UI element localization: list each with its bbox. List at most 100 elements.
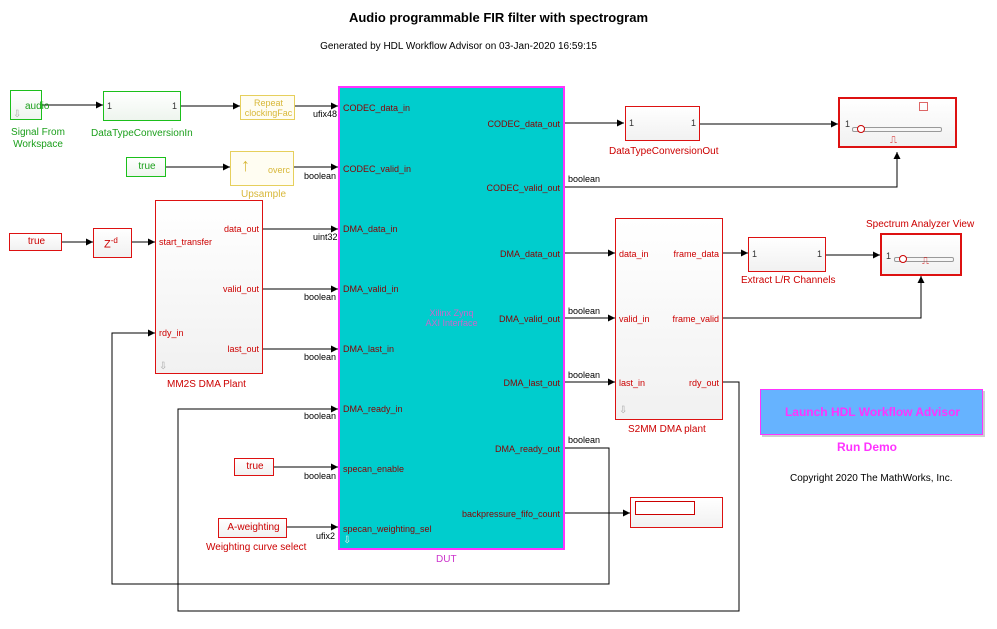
signal-type-label: ufix48 xyxy=(313,109,338,119)
wire-codec-valid-out xyxy=(565,152,901,188)
extract-port-out: 1 xyxy=(816,249,822,259)
a-weighting-block[interactable]: A-weighting xyxy=(218,518,287,538)
mm2s-port-rdy-in: rdy_in xyxy=(159,328,184,338)
scope-port-in: 1 xyxy=(845,119,851,129)
upsample-label: Upsample xyxy=(241,189,287,200)
repeat-text: Repeat clockingFac xyxy=(244,98,293,118)
down-arrow-icon: ⇩ xyxy=(159,361,168,372)
mm2s-dma-plant-block[interactable]: start_transfer rdy_in data_out valid_out… xyxy=(155,200,263,374)
dut-port-dma-data-out: DMA_data_out xyxy=(499,249,560,259)
dut-port-dma-valid-in: DMA_valid_in xyxy=(343,284,399,294)
signal-type-label: boolean xyxy=(304,292,337,302)
launch-button-text: Launch HDL Workflow Advisor xyxy=(784,405,961,419)
true-constant-3[interactable]: true xyxy=(234,458,274,476)
extract-port-in: 1 xyxy=(752,249,758,259)
weighting-curve-label: Weighting curve select xyxy=(206,542,307,553)
signal-type-label: boolean xyxy=(568,306,601,316)
diagram-title: Audio programmable FIR filter with spect… xyxy=(348,10,649,25)
s2mm-port-last-in: last_in xyxy=(619,378,646,388)
dut-port-dma-last-in: DMA_last_in xyxy=(343,344,395,354)
scope-knob-icon xyxy=(857,125,865,133)
signal-type-label: boolean xyxy=(304,471,337,481)
dut-port-specan-enable: specan_enable xyxy=(343,464,405,474)
pulse-icon: ⎍ xyxy=(890,135,897,146)
dut-center-text: Xilinx Zynq AXI Interface xyxy=(425,308,478,328)
dut-port-dma-valid-out: DMA_valid_out xyxy=(498,314,560,324)
dut-port-dma-ready-out: DMA_ready_out xyxy=(494,444,560,454)
mm2s-port-start-transfer: start_transfer xyxy=(159,237,213,247)
dut-port-dma-data-in: DMA_data_in xyxy=(343,224,398,234)
s2mm-label: S2MM DMA plant xyxy=(628,424,706,435)
run-demo-link[interactable]: Run Demo xyxy=(837,440,897,454)
dtc-out-label: DataTypeConversionOut xyxy=(609,146,719,157)
scope-slider-icon xyxy=(852,127,942,132)
dut-port-dma-ready-in: DMA_ready_in xyxy=(343,404,403,414)
delay-exp: -d xyxy=(110,236,118,245)
dtc-out-port-out: 1 xyxy=(690,118,696,128)
true-constant-2-text: true xyxy=(27,236,46,247)
signal-from-workspace-value: audio xyxy=(25,101,50,112)
signal-type-label: boolean xyxy=(568,174,601,184)
spectrum-analyzer-block[interactable]: 1 ⎍ xyxy=(880,233,962,276)
signal-type-label: boolean xyxy=(304,171,337,181)
signal-type-label: boolean xyxy=(304,352,337,362)
specan-port-in: 1 xyxy=(886,251,892,261)
dtc-in-label: DataTypeConversionIn xyxy=(91,128,193,139)
down-arrow-icon: ⇩ xyxy=(343,535,352,546)
diagram-subtitle: Generated by HDL Workflow Advisor on 03-… xyxy=(320,41,597,52)
signal-type-label: ufix2 xyxy=(316,531,336,541)
true-constant-3-text: true xyxy=(246,461,264,472)
dut-port-codec-valid-out: CODEC_valid_out xyxy=(486,183,560,193)
s2mm-port-rdy-out: rdy_out xyxy=(688,378,719,388)
s2mm-port-data-in: data_in xyxy=(619,249,649,259)
specan-slider-icon xyxy=(894,257,954,262)
s2mm-port-frame-data: frame_data xyxy=(673,249,719,259)
dut-port-specan-weighting-sel: specan_weighting_sel xyxy=(343,524,432,534)
wire-dma-ready-out xyxy=(111,329,610,585)
scope-window-icon xyxy=(919,102,928,111)
mm2s-port-data-out: data_out xyxy=(223,224,259,234)
down-arrow-icon: ⇩ xyxy=(619,405,628,416)
s2mm-port-frame-valid: frame_valid xyxy=(672,314,719,324)
true-constant-2[interactable]: true xyxy=(9,233,62,251)
dut-port-dma-last-out: DMA_last_out xyxy=(503,378,560,388)
upsample-text: overc xyxy=(267,165,290,175)
extract-label: Extract L/R Channels xyxy=(741,275,836,286)
s2mm-port-valid-in: valid_in xyxy=(619,314,650,324)
signal-type-label: boolean xyxy=(568,435,601,445)
signal-type-label: boolean xyxy=(568,370,601,380)
wire-frame-valid xyxy=(723,276,925,319)
display-field xyxy=(635,501,695,515)
dtc-out-port-in: 1 xyxy=(629,118,635,128)
repeat-block[interactable]: Repeat clockingFac xyxy=(240,95,295,120)
signal-from-workspace-block[interactable]: audio ⇩ xyxy=(10,90,49,120)
down-arrow-icon: ⇩ xyxy=(13,109,22,120)
backpressure-display-block[interactable] xyxy=(630,497,723,528)
delay-text: Z-d xyxy=(104,236,118,251)
launch-hdl-workflow-advisor-button[interactable]: Launch HDL Workflow Advisor xyxy=(760,389,983,435)
dut-port-codec-data-out: CODEC_data_out xyxy=(487,119,560,129)
audio-scope-block[interactable]: 1 ⎍ xyxy=(838,97,957,148)
extract-lr-block[interactable]: 1 1 xyxy=(748,237,826,272)
true-constant-1[interactable]: true xyxy=(126,157,166,177)
delay-block[interactable]: Z-d xyxy=(93,228,132,258)
dut-label: DUT xyxy=(436,554,457,565)
wire-rdy-out xyxy=(177,381,740,612)
dtc-in-port-out: 1 xyxy=(171,101,177,111)
mm2s-port-last-out: last_out xyxy=(227,344,259,354)
s2mm-dma-plant-block[interactable]: data_in valid_in last_in frame_data fram… xyxy=(615,218,723,420)
dtc-out-block[interactable]: 1 1 xyxy=(625,106,700,141)
copyright-text: Copyright 2020 The MathWorks, Inc. xyxy=(790,473,953,484)
up-arrow-icon: ↑ xyxy=(241,155,250,175)
dut-port-backpressure: backpressure_fifo_count xyxy=(461,509,560,519)
dut-port-codec-data-in: CODEC_data_in xyxy=(343,103,411,113)
upsample-block[interactable]: ↑ overc xyxy=(230,151,294,186)
signal-from-workspace-label: Signal From Workspace xyxy=(11,127,65,150)
mm2s-port-valid-out: valid_out xyxy=(222,284,259,294)
specan-label: Spectrum Analyzer View xyxy=(866,219,975,230)
a-weighting-text: A-weighting xyxy=(227,522,280,533)
dtc-in-block[interactable]: 1 1 xyxy=(103,91,181,121)
dut-block[interactable]: CODEC_data_in CODEC_valid_in DMA_data_in… xyxy=(338,86,565,550)
delay-z: Z xyxy=(104,238,111,251)
